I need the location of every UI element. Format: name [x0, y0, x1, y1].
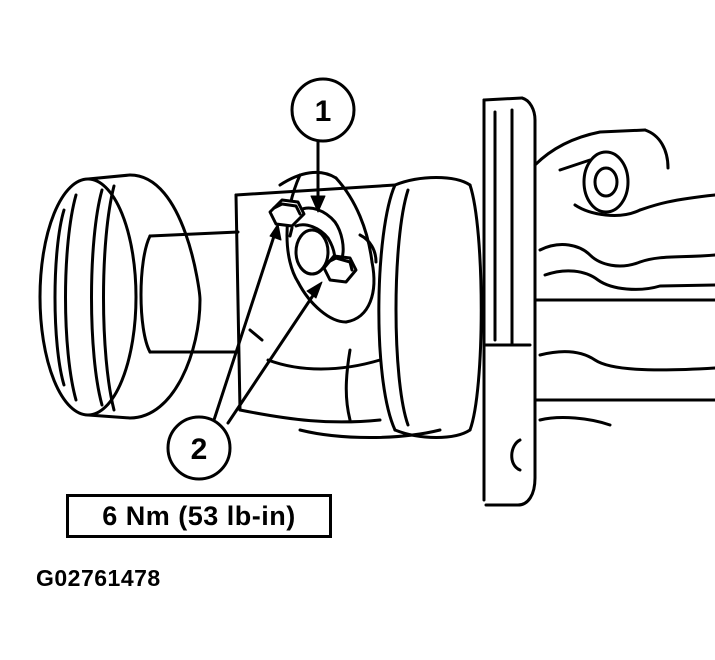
shaft	[139, 230, 240, 354]
bolt-lower	[322, 254, 358, 284]
pulley-left	[38, 173, 202, 420]
torque-spec-box: 6 Nm (53 lb-in)	[66, 494, 332, 538]
arrowheads	[269, 195, 326, 299]
clamp-flange	[278, 170, 378, 324]
housing-flange	[482, 96, 537, 507]
drum-middle	[344, 176, 483, 439]
callout-circle-1	[290, 77, 356, 143]
callout-label-2: 2	[191, 433, 208, 466]
coupling-body	[234, 183, 442, 439]
torque-spec-text: 6 Nm (53 lb-in)	[102, 500, 296, 531]
leader-lines	[211, 138, 320, 425]
callout-circle-2	[166, 415, 232, 481]
bolt-upper	[268, 198, 306, 238]
figure-id-label: G02761478	[36, 565, 161, 591]
callout-label-1: 1	[315, 95, 332, 128]
housing-body	[533, 128, 715, 427]
